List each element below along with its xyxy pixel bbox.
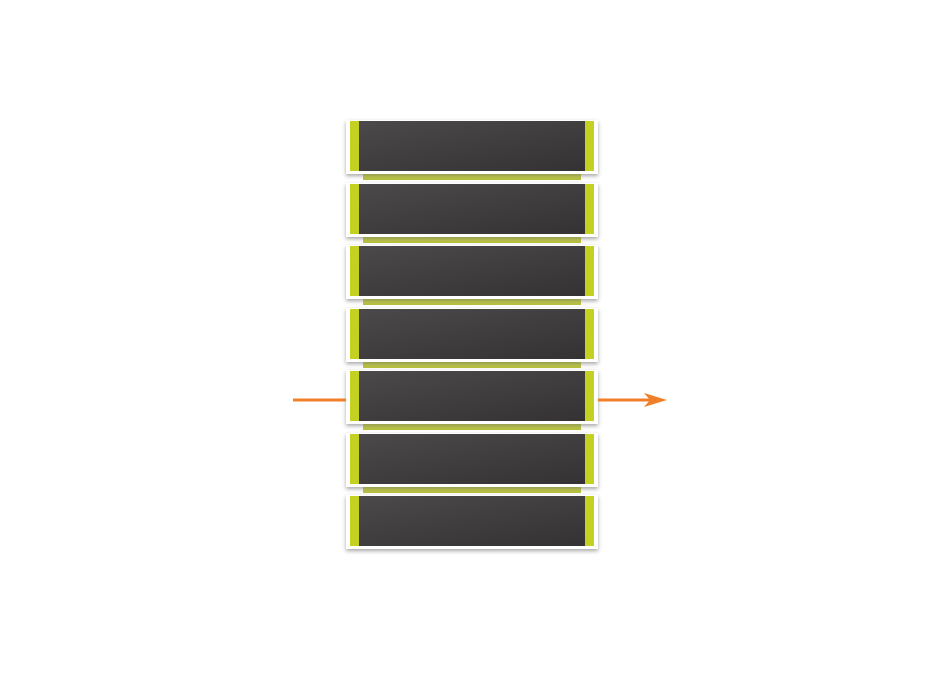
block-connector: [363, 486, 581, 493]
accent-strip-left: [350, 183, 359, 234]
accent-strip-left: [350, 246, 359, 296]
block-core: [359, 183, 585, 234]
accent-strip-right: [585, 308, 594, 359]
block-body: [350, 183, 594, 234]
block-highlighted: [346, 370, 598, 424]
block-body: [350, 246, 594, 296]
arrow-right-icon: [644, 393, 667, 407]
block-body: [350, 121, 594, 171]
block-core: [359, 308, 585, 359]
block: [346, 307, 598, 362]
accent-strip-left: [350, 308, 359, 359]
block-body: [350, 496, 594, 546]
accent-strip-right: [585, 121, 594, 171]
block: [346, 120, 598, 174]
block: [346, 432, 598, 487]
accent-strip-right: [585, 183, 594, 234]
block: [346, 245, 598, 299]
accent-strip-left: [350, 496, 359, 546]
accent-strip-right: [585, 246, 594, 296]
block-connector: [363, 361, 581, 368]
accent-strip-left: [350, 121, 359, 171]
block-connector: [363, 299, 581, 305]
accent-strip-right: [585, 496, 594, 546]
block-core: [359, 121, 585, 171]
block-connector: [363, 424, 581, 430]
block-core: [359, 371, 585, 421]
block-connector: [363, 174, 581, 180]
accent-strip-left: [350, 433, 359, 484]
accent-strip-right: [585, 433, 594, 484]
block-body: [350, 433, 594, 484]
accent-strip-left: [350, 371, 359, 421]
block-body: [350, 308, 594, 359]
block-connector: [363, 236, 581, 243]
block: [346, 495, 598, 549]
block-core: [359, 496, 585, 546]
block-body: [350, 371, 594, 421]
block-core: [359, 246, 585, 296]
accent-strip-right: [585, 371, 594, 421]
block: [346, 182, 598, 237]
block-core: [359, 433, 585, 484]
